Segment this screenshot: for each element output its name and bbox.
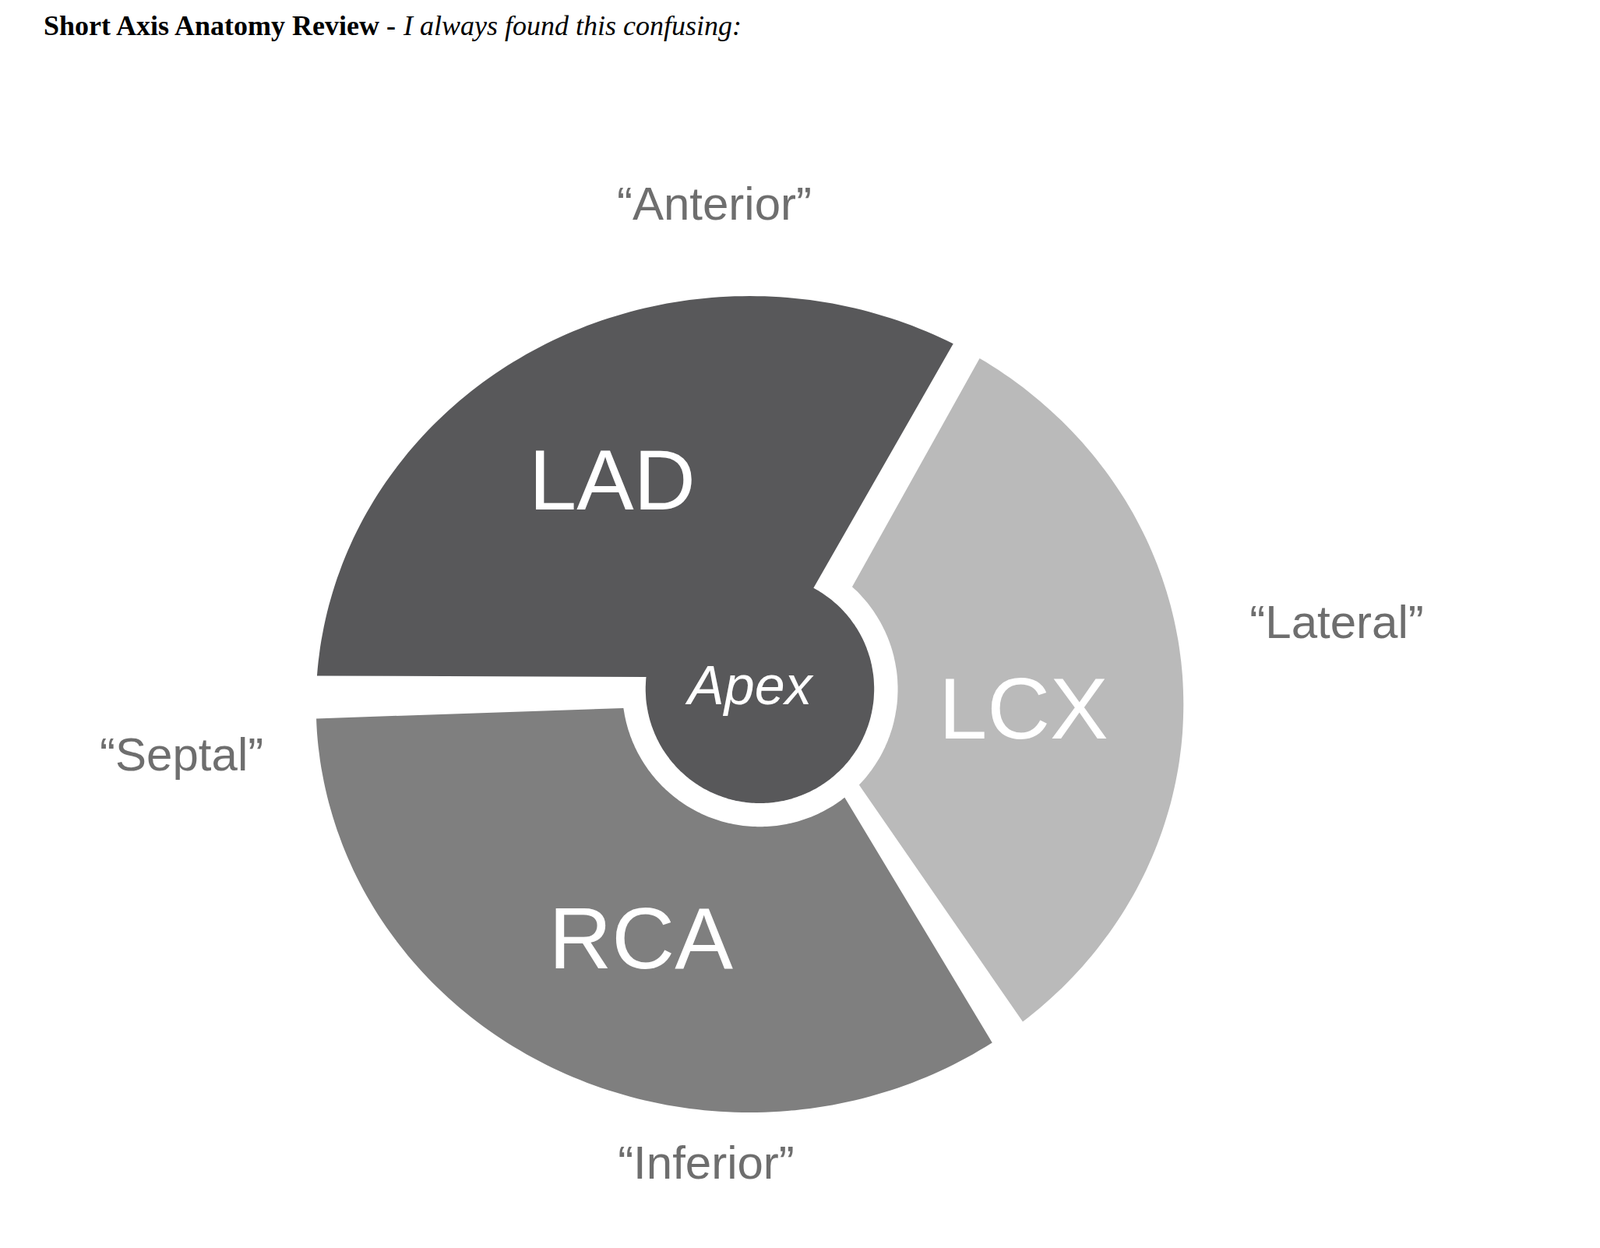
page-title: Short Axis Anatomy Review - [43,9,396,43]
wall-label: “Septal” [99,731,264,779]
apex-label: Apex [687,658,813,713]
artery-label: LCX [938,665,1109,753]
territory-fill [316,708,993,1113]
artery-label: LAD [528,437,696,523]
header-row: Short Axis Anatomy Review -I always foun… [43,9,742,43]
wall-label: “Lateral” [1249,599,1424,646]
artery-label: RCA [548,895,733,983]
subtitle-note: I always found this confusing: [403,9,742,43]
wall-label: “Anterior” [616,180,812,228]
rca-territory: RCA [316,708,993,1113]
wall-label: “Inferior” [617,1139,795,1187]
